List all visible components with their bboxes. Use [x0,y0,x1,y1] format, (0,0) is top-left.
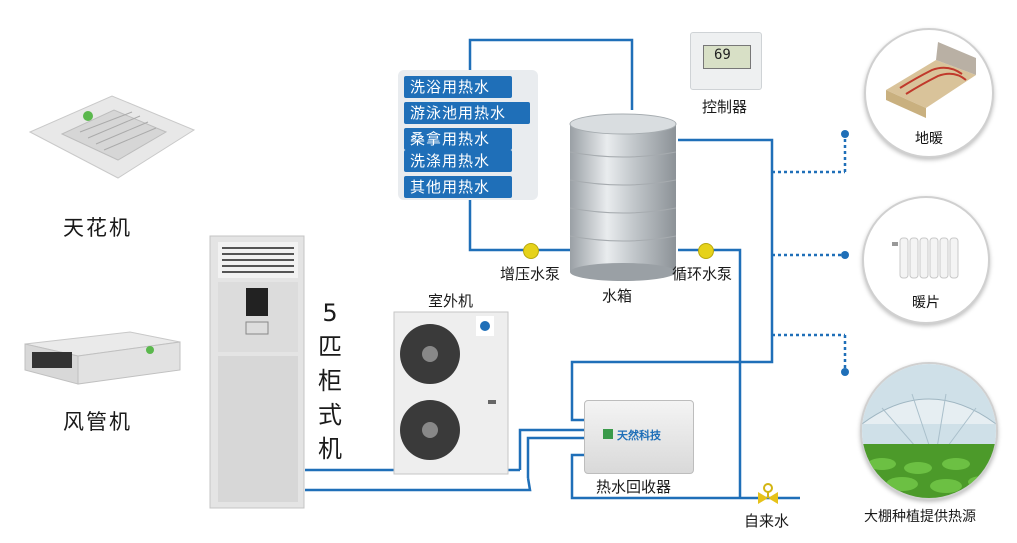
ceiling-unit-label: 天花机 [63,216,132,240]
cabinet-unit-label: 5 匹 柜 式 机 [316,296,344,466]
tap-water-label: 自来水 [744,512,790,530]
floor-heating-circle: 地暖 [864,28,994,158]
floor-heating-label: 地暖 [915,131,943,147]
use-item-pool: 游泳池用热水 [404,102,530,124]
water-tank-image [569,113,677,281]
use-item-other: 其他用热水 [404,176,512,198]
greenhouse-circle [860,362,998,500]
use-item-sauna: 桑拿用热水 [404,128,512,150]
heat-recovery-unit: 天然科技 [584,400,694,474]
controller-label: 控制器 [702,98,748,116]
radiator-label: 暖片 [912,295,940,311]
heat-recovery-label: 热水回收器 [596,478,672,496]
greenhouse-image [862,364,996,498]
greenhouse-label: 大棚种植提供热源 [864,509,976,525]
controller-display-value: 69 [714,47,731,63]
cabinet-char-3: 柜 [318,367,342,395]
ceiling-unit-image [28,95,196,179]
booster-pump-label: 增压水泵 [500,265,561,283]
booster-pump-icon [523,243,539,259]
circulation-pump-label: 循环水泵 [672,265,733,283]
water-tank [566,112,680,284]
outdoor-unit-image [393,311,509,475]
radiator-circle: 暖片 [862,196,990,324]
brand-logo-icon [603,429,613,439]
outdoor-unit-label: 室外机 [428,292,474,310]
tap-valve-icon [756,482,780,506]
floor-heating-image [886,42,976,118]
radiator-image [892,237,959,279]
cabinet-char-4: 式 [318,401,342,429]
controller-screen: 69 [703,45,751,69]
cabinet-char-2: 匹 [318,333,342,361]
outdoor-unit [392,310,510,476]
circulation-pump-icon [698,243,714,259]
use-item-bath: 洗浴用热水 [404,76,512,98]
controller: 69 [690,32,762,90]
duct-unit-label: 风管机 [63,410,132,434]
tap-valve-image [758,483,778,504]
duct-unit-image [24,331,181,385]
cabinet-unit-image [209,235,305,509]
duct-unit [20,330,185,388]
ceiling-unit [22,92,200,184]
cabinet-unit [208,232,306,512]
heat-recovery-brand: 天然科技 [617,429,661,442]
hot-water-uses-panel: 洗浴用热水 游泳池用热水 桑拿用热水 洗涤用热水 其他用热水 [398,70,538,200]
use-item-washing: 洗涤用热水 [404,150,512,172]
cabinet-char-5: 机 [318,435,342,463]
cabinet-char-1: 5 [322,299,338,327]
water-tank-label: 水箱 [602,287,633,305]
